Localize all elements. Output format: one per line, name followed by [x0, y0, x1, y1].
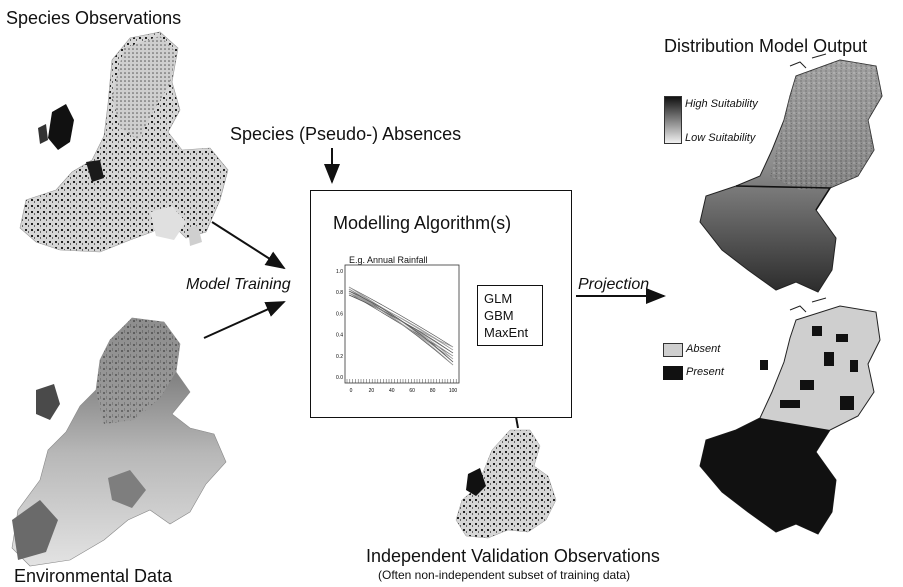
legend-high-suitability: High Suitability	[685, 98, 758, 110]
plot-frame	[344, 264, 460, 384]
absent-swatch	[663, 343, 683, 357]
environmental-data-label: Environmental Data	[14, 566, 173, 586]
algorithm-gbm: GBM	[484, 308, 514, 323]
plot-svg: 0 20 40 60 80 100 0.0 0.2 0.4 0.6 0.8 1.0	[336, 264, 460, 394]
presence-absence-map	[699, 297, 881, 535]
pseudo-absences-label: Species (Pseudo-) Absences	[230, 124, 462, 144]
arrow-environment-to-model	[203, 301, 286, 339]
x-tick-label: 20	[369, 388, 375, 394]
plot-curves	[348, 286, 454, 366]
species-observations-label: Species Observations	[6, 8, 182, 28]
y-tick-label: 1.0	[336, 269, 343, 275]
modelling-algorithms-title: Modelling Algorithm(s)	[333, 213, 512, 233]
response-curve	[348, 286, 454, 357]
legend-present: Present	[686, 366, 724, 378]
response-curve	[348, 292, 454, 351]
validation-observations-map	[455, 429, 557, 539]
x-tick-label: 60	[409, 388, 415, 394]
response-curve	[348, 288, 454, 351]
modelling-algorithm-box: Modelling Algorithm(s) E.g. Annual Rainf…	[310, 190, 572, 418]
y-tick-label: 0.2	[336, 354, 343, 360]
x-tick-label: 80	[430, 388, 436, 394]
response-curve-plot: E.g. Annual Rainfall 0 20 40 60 80 100 0.0 0.2…	[333, 251, 463, 401]
model-training-label: Model Training	[186, 276, 291, 293]
plot-x-ticks: 0 20 40 60 80 100	[350, 388, 458, 394]
y-tick-label: 0.6	[336, 311, 343, 317]
validation-title-label: Independent Validation Observations	[366, 546, 660, 566]
algorithm-maxent: MaxEnt	[484, 325, 529, 340]
y-tick-label: 0.4	[336, 333, 343, 339]
plot-y-ticks: 0.0 0.2 0.4 0.6 0.8 1.0	[336, 269, 343, 381]
present-swatch	[663, 366, 683, 380]
plot-rug	[346, 379, 457, 383]
x-tick-label: 100	[449, 388, 458, 394]
y-tick-label: 0.8	[336, 290, 343, 296]
response-curve	[348, 290, 454, 363]
distribution-output-label: Distribution Model Output	[664, 36, 868, 56]
legend-low-suitability: Low Suitability	[685, 132, 756, 144]
suitability-map	[699, 53, 883, 293]
suitability-legend-bar	[664, 96, 682, 144]
x-tick-label: 40	[389, 388, 395, 394]
response-curve	[348, 292, 454, 366]
species-observations-map	[19, 31, 229, 253]
plot-title: E.g. Annual Rainfall	[349, 255, 428, 265]
algorithm-glm: GLM	[484, 291, 513, 306]
projection-label: Projection	[578, 276, 650, 293]
legend-absent: Absent	[686, 343, 721, 355]
environmental-data-map	[11, 317, 227, 567]
arrow-observations-to-model	[211, 221, 286, 270]
response-curve	[348, 286, 454, 348]
x-tick-label: 0	[350, 388, 353, 394]
y-tick-label: 0.0	[336, 375, 343, 381]
response-curve	[348, 294, 454, 360]
algorithm-list: GLM GBM MaxEnt	[477, 285, 543, 346]
validation-subtitle-label: (Often non-independent subset of trainin…	[378, 568, 631, 582]
